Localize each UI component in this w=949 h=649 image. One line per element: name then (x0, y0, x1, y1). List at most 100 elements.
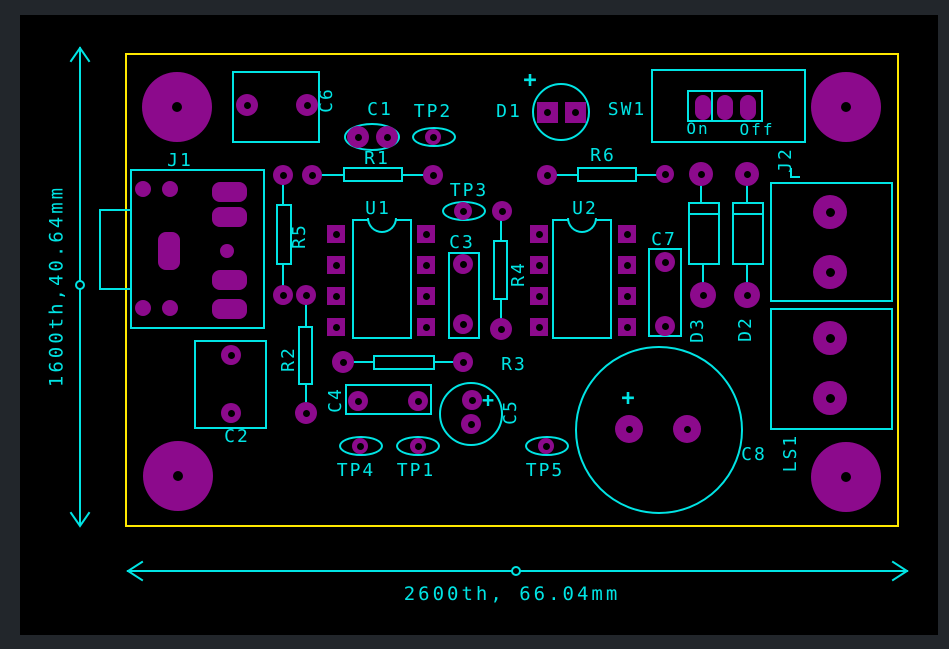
c5-outline (439, 382, 503, 446)
trace (700, 174, 702, 204)
d3-pad (689, 162, 713, 186)
trace (500, 211, 502, 242)
tp3-pad (454, 202, 472, 220)
refdes-c7: C7 (651, 229, 677, 250)
mounting-hole (811, 72, 881, 142)
trace (343, 361, 375, 363)
c1-outline (344, 123, 400, 151)
d1-polarity-mark: + (523, 68, 537, 93)
j1-pad (212, 207, 247, 227)
r3-pad (332, 351, 354, 373)
u1-pad (417, 318, 435, 336)
r4-pad (490, 318, 512, 340)
c8-pad (615, 415, 643, 443)
refdes-u1: U1 (365, 198, 391, 219)
c3-pad (453, 314, 473, 334)
j1-pad (162, 300, 178, 316)
r2-pad (296, 285, 316, 305)
board-outline (125, 53, 899, 527)
trace (547, 174, 579, 176)
tp1-pad (410, 438, 426, 454)
refdes-c3: C3 (449, 232, 475, 253)
r2-pad (295, 402, 317, 424)
r5-pad (273, 285, 293, 305)
tp5-outline (525, 436, 569, 456)
j1-pad (135, 300, 151, 316)
tp4-outline (339, 436, 383, 456)
u1-pad (417, 256, 435, 274)
tp4-pad (352, 438, 368, 454)
u2-pad (618, 318, 636, 336)
j1-pad (220, 244, 234, 258)
c8-polarity-mark: + (621, 386, 635, 411)
sw1-divider (711, 90, 713, 122)
j2-pad (813, 195, 847, 229)
j1-pad (212, 299, 247, 319)
u1-pad (327, 318, 345, 336)
c7-pad (655, 252, 675, 272)
mounting-hole (143, 441, 213, 511)
tp1-outline (396, 436, 440, 456)
c2-pad (221, 345, 241, 365)
r4-outline (493, 240, 508, 300)
tp5-pad (538, 438, 554, 454)
r6-pad (656, 165, 674, 183)
j1-outline (130, 169, 265, 329)
d1-outline (532, 83, 590, 141)
u2-pad (530, 318, 548, 336)
c6-outline (232, 71, 320, 143)
r6-pad (537, 165, 557, 185)
refdes-r6: R6 (590, 145, 616, 166)
r2-outline (298, 326, 313, 385)
c3-pad (453, 254, 473, 274)
c5-pad (461, 414, 481, 434)
u1-pad (327, 256, 345, 274)
refdes-c2: C2 (224, 426, 250, 447)
trace (746, 174, 748, 204)
c5-polarity-mark: + (481, 388, 495, 412)
sw1-pad (717, 95, 733, 120)
c7-pad (655, 316, 675, 336)
d2-outline (732, 202, 764, 265)
r1-pad (423, 165, 443, 185)
c6-pad (236, 94, 258, 116)
d3-cathode-band (690, 213, 718, 215)
trace (401, 174, 433, 176)
refdes-r3: R3 (501, 354, 527, 375)
c4-outline (345, 384, 432, 415)
u2-pad (618, 287, 636, 305)
trace (702, 263, 704, 295)
c1-pad (376, 126, 398, 148)
c3-outline (448, 252, 480, 339)
j2-leader-line (790, 176, 800, 178)
mounting-hole (142, 72, 212, 142)
trace (282, 263, 284, 295)
refdes-u2: U2 (572, 198, 598, 219)
trace (746, 263, 748, 295)
j1-pad (158, 232, 180, 270)
refdes-tp3: TP3 (449, 180, 489, 201)
u2-pad (530, 256, 548, 274)
c7-outline (648, 248, 682, 337)
j1-pad (135, 181, 151, 197)
vertical-dimension-midpoint (75, 280, 85, 290)
refdes-tp5: TP5 (525, 460, 565, 481)
d3-pad (690, 282, 716, 308)
arrow-down-icon (69, 511, 91, 528)
c4-pad (408, 391, 428, 411)
refdes-c1: C1 (367, 99, 393, 120)
r1-outline (343, 167, 403, 182)
trace (635, 174, 665, 176)
j1-pad (212, 182, 247, 202)
u2-pad (530, 225, 548, 243)
d3-outline (688, 202, 720, 265)
sw1-pad (740, 95, 756, 120)
trace (500, 298, 502, 329)
trace (305, 295, 307, 326)
refdes-sw1: SW1 (607, 99, 647, 120)
c4-pad (348, 391, 368, 411)
refdes-c8: C8 (741, 444, 767, 465)
refdes-j1: J1 (167, 150, 193, 171)
u1-pad (327, 225, 345, 243)
